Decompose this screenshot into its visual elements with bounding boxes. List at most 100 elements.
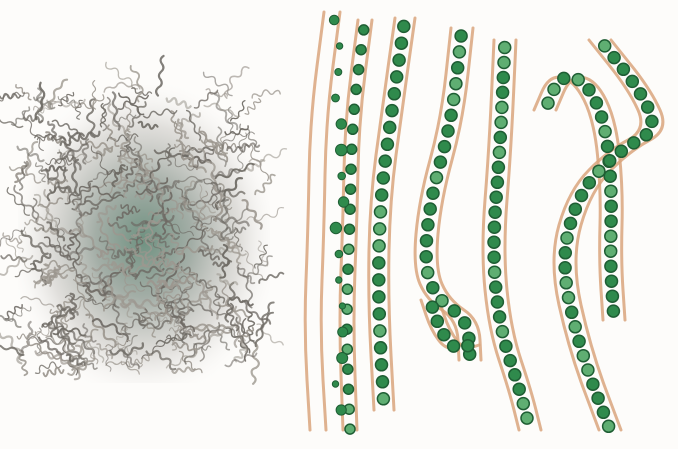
bead <box>500 340 512 352</box>
bead <box>605 200 617 212</box>
bead <box>496 101 508 113</box>
bead <box>345 224 355 234</box>
loose-bead <box>336 144 348 156</box>
bead <box>492 161 504 173</box>
bead <box>605 260 617 272</box>
bead <box>379 155 391 167</box>
bead <box>343 364 353 374</box>
bead <box>548 83 560 95</box>
bead <box>424 203 436 215</box>
bead <box>583 84 595 96</box>
bead <box>599 126 611 138</box>
bead <box>582 364 594 376</box>
bead <box>349 104 359 114</box>
bead <box>373 274 385 286</box>
bead <box>604 170 616 182</box>
bead <box>493 146 505 158</box>
bead <box>448 340 460 352</box>
loose-bead <box>337 353 348 364</box>
bead <box>442 125 454 137</box>
bead <box>565 217 577 229</box>
bead <box>646 115 658 127</box>
bead <box>431 315 443 327</box>
bead <box>517 398 529 410</box>
loose-bead <box>338 197 348 207</box>
bead <box>608 52 620 64</box>
bead <box>617 63 629 75</box>
bead <box>445 109 457 121</box>
bead <box>398 20 410 32</box>
bead <box>576 190 588 202</box>
bead <box>577 350 589 362</box>
bead <box>602 140 614 152</box>
bead <box>422 219 434 231</box>
bead <box>596 111 608 123</box>
bead <box>373 308 385 320</box>
bead <box>375 206 387 218</box>
loose-bead <box>329 15 339 25</box>
bead <box>488 251 500 263</box>
bead <box>561 232 573 244</box>
bead <box>453 46 465 58</box>
bead <box>494 311 506 323</box>
loose-bead <box>336 119 346 129</box>
bead <box>640 129 652 141</box>
loose-bead <box>336 277 342 283</box>
bead <box>498 57 510 69</box>
loose-bead <box>339 303 345 309</box>
bead <box>421 235 433 247</box>
bead <box>491 176 503 188</box>
bead <box>603 420 615 432</box>
bead <box>426 301 438 313</box>
bead <box>628 137 640 149</box>
bead <box>504 355 516 367</box>
bead <box>497 72 509 84</box>
bead <box>346 184 356 194</box>
bead <box>604 155 616 167</box>
bead <box>642 101 654 113</box>
bead <box>381 138 393 150</box>
loose-bead <box>336 405 346 415</box>
loose-bead <box>338 172 346 180</box>
bead <box>459 317 471 329</box>
bead <box>439 141 451 153</box>
bead <box>559 262 571 274</box>
bead <box>489 266 501 278</box>
bead <box>345 424 355 434</box>
bead <box>558 72 570 84</box>
loose-bead <box>338 327 348 337</box>
bead <box>343 264 353 274</box>
bead <box>347 144 357 154</box>
bead <box>488 236 500 248</box>
bead <box>587 378 599 390</box>
bead <box>626 75 638 87</box>
bead <box>605 230 617 242</box>
bead <box>431 172 443 184</box>
bead <box>605 245 617 257</box>
loose-bead <box>330 222 341 233</box>
bead <box>388 88 400 100</box>
bead <box>593 165 605 177</box>
bead <box>489 206 501 218</box>
bead <box>597 406 609 418</box>
bead <box>420 251 432 263</box>
bead <box>422 267 434 279</box>
bead <box>438 329 450 341</box>
bead <box>354 65 364 75</box>
bead <box>391 71 403 83</box>
bead <box>569 203 581 215</box>
banded-strand-panel <box>305 12 663 434</box>
bead <box>606 275 618 287</box>
bead <box>599 40 611 52</box>
loose-bead <box>335 250 343 258</box>
bead <box>434 156 446 168</box>
tangled-fiber-panel <box>0 56 286 384</box>
bead <box>376 359 388 371</box>
bead <box>356 45 366 55</box>
bead <box>563 292 575 304</box>
bead <box>488 221 500 233</box>
bead <box>375 342 387 354</box>
loose-bead <box>336 43 342 49</box>
